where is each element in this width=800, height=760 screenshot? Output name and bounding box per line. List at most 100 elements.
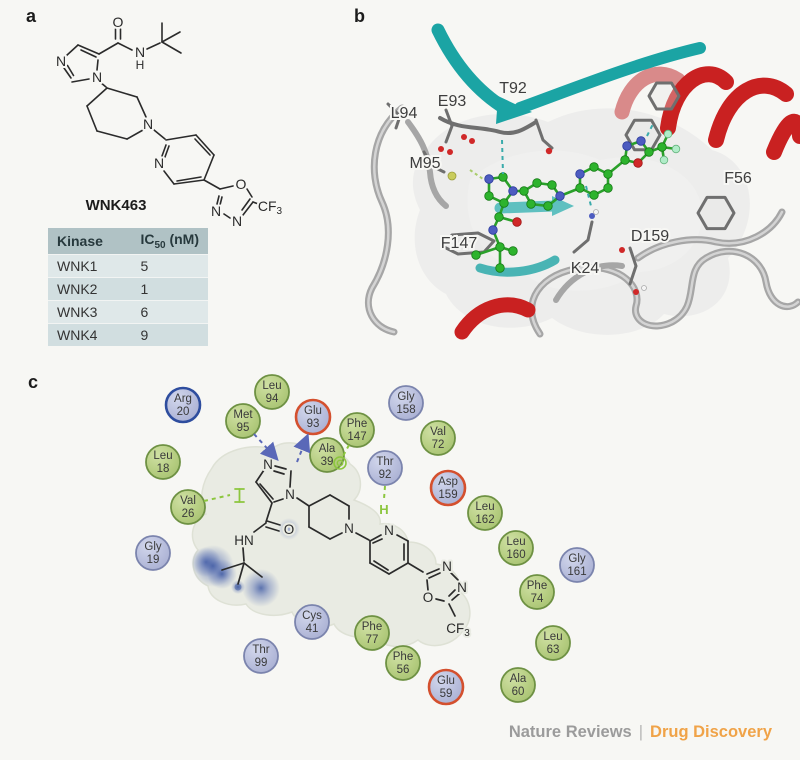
hbond-arrows — [253, 433, 311, 463]
label-m95: M95 — [409, 155, 440, 172]
svg-text:Leu: Leu — [153, 450, 172, 462]
kinase-cell: WNK4 — [48, 322, 132, 346]
sidechain-hbonds — [203, 444, 386, 502]
svg-text:Gly: Gly — [144, 541, 162, 553]
f147-phenyl-ring — [440, 231, 496, 256]
atom-label-n: N — [56, 53, 66, 69]
atom-label-cf: CF3 — [258, 198, 283, 217]
protein-loops — [364, 104, 800, 338]
svg-text:93: 93 — [307, 418, 320, 430]
svg-text:Gly: Gly — [397, 391, 415, 403]
svg-text:60: 60 — [512, 686, 525, 698]
svg-text:Glu: Glu — [437, 675, 455, 687]
kinase-cell: WNK3 — [48, 299, 132, 324]
label-k24: K24 — [571, 260, 600, 277]
label-l94: L94 — [391, 105, 418, 122]
svg-text:Leu: Leu — [543, 631, 562, 643]
svg-text:Gly: Gly — [568, 553, 586, 565]
ic50-cell: 5 — [131, 253, 208, 278]
svg-text:Leu: Leu — [506, 536, 525, 548]
ic50-cell: 6 — [131, 299, 208, 324]
atom-label-n: N — [232, 213, 242, 229]
svg-text:Phe: Phe — [527, 580, 547, 592]
svg-text:94: 94 — [266, 393, 279, 405]
atom-label-o: O — [113, 14, 124, 30]
met95-backbone-hbond — [253, 433, 279, 461]
svg-text:Ala: Ala — [510, 673, 527, 685]
aromatic-interaction-glyph — [333, 456, 347, 470]
atom-label-n: N — [457, 580, 467, 595]
phe147-interaction — [341, 444, 350, 459]
compound-name: WNK463 — [86, 197, 147, 214]
ic50-cell: 9 — [131, 322, 208, 346]
atom-label-o: O — [284, 522, 295, 537]
svg-text:Ala: Ala — [319, 443, 336, 455]
met95-sulfur — [447, 171, 457, 181]
svg-text:162: 162 — [475, 514, 494, 526]
svg-text:160: 160 — [506, 549, 525, 561]
solvent-exposure-blobs — [191, 545, 280, 607]
svg-text:77: 77 — [366, 634, 379, 646]
svg-text:Val: Val — [430, 426, 446, 438]
svg-text:Leu: Leu — [475, 501, 494, 513]
svg-text:20: 20 — [177, 406, 190, 418]
label-d159: D159 — [631, 228, 669, 245]
footer-brand: Nature Reviews — [508, 723, 632, 741]
svg-text:39: 39 — [321, 456, 334, 468]
carbonyl-oxygen-halo — [278, 518, 300, 540]
strand-arrowhead — [552, 196, 574, 216]
atom-label-n: N — [154, 155, 164, 171]
residue-sticks — [386, 81, 736, 286]
atom-label-n: N — [211, 203, 221, 219]
atom-label-n: N — [135, 44, 145, 60]
heteroatom-dots — [438, 134, 647, 295]
svg-text:Val: Val — [180, 495, 196, 507]
strand-arrowhead — [496, 96, 532, 124]
alpha-helix — [660, 66, 734, 136]
atom-label-n: N — [442, 559, 452, 574]
svg-text:74: 74 — [531, 593, 544, 605]
kinase-cell: WNK2 — [48, 276, 132, 301]
hbond-h-labels: H — [379, 502, 388, 517]
alpha-helix — [766, 113, 800, 160]
journal-footer: Nature Reviews|Drug Discovery — [509, 723, 772, 742]
hbond-h-label: H — [379, 502, 388, 517]
svg-text:Phe: Phe — [393, 651, 413, 663]
svg-text:Leu: Leu — [262, 380, 281, 392]
svg-text:72: 72 — [432, 439, 445, 451]
salmon-helix — [614, 66, 686, 120]
table-header-row: Kinase IC50 (nM) — [48, 228, 208, 255]
svg-text:Asp: Asp — [438, 476, 458, 488]
label-f56: F56 — [724, 170, 752, 187]
svg-text:158: 158 — [396, 404, 415, 416]
svg-text:Phe: Phe — [362, 621, 382, 633]
table-header-kinase: Kinase — [48, 228, 132, 255]
panel-a-label: a — [26, 6, 37, 26]
svg-text:19: 19 — [147, 554, 160, 566]
secondary-structure — [431, 23, 800, 340]
svg-text:Met: Met — [233, 409, 253, 421]
